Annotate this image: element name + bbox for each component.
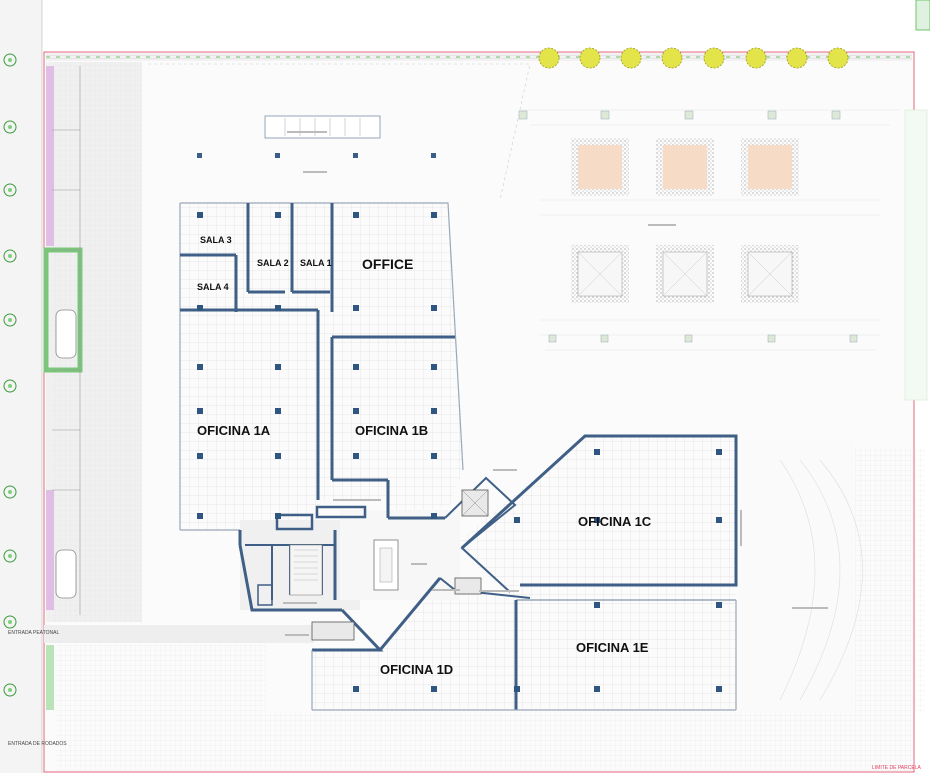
service-room <box>311 621 355 641</box>
bottom-parking <box>56 712 914 772</box>
annotation-mark <box>287 131 327 133</box>
reception-inner <box>379 547 393 583</box>
street-trees <box>3 53 17 697</box>
emergency-stair <box>264 115 381 139</box>
columns <box>197 212 722 692</box>
annotation-mark <box>285 634 309 636</box>
car <box>55 549 77 599</box>
corner-marker <box>915 0 930 31</box>
green-strip <box>46 645 54 710</box>
right-parking-hatch <box>855 448 925 712</box>
label-pedestrian-entrance: ENTRADA PEATONAL <box>8 630 60 636</box>
annotation-mark <box>479 590 519 592</box>
room-label-oficina-1e: OFICINA 1E <box>576 640 649 655</box>
annotation-mark <box>493 469 517 471</box>
annotation-mark <box>792 607 828 609</box>
parking-violet-marker <box>46 490 54 610</box>
right-parking <box>740 440 854 712</box>
annotation-mark <box>740 510 742 546</box>
floor-south-wing <box>312 585 516 710</box>
canopy-columns <box>197 153 436 158</box>
plaza <box>520 109 900 351</box>
room-label-sala4: SALA 4 <box>197 282 229 292</box>
annotation-mark <box>303 171 327 173</box>
right-green-area <box>904 109 928 401</box>
room-label-sala1: SALA 1 <box>300 258 332 268</box>
elevator <box>454 577 482 595</box>
floor-north-block <box>180 203 463 530</box>
room-label-office: OFFICE <box>362 256 414 272</box>
room-label-oficina-1d: OFICINA 1D <box>380 662 454 677</box>
planters <box>571 138 799 303</box>
room-label-sala2: SALA 2 <box>257 258 289 268</box>
car <box>55 309 77 359</box>
pedestrian-path <box>44 625 314 643</box>
room-label-sala3: SALA 3 <box>200 235 232 245</box>
annotation-mark <box>411 563 427 565</box>
floor-east-wing <box>460 436 736 710</box>
annotation-mark <box>432 589 460 591</box>
sidewalk <box>0 0 42 773</box>
room-label-oficina-1b: OFICINA 1B <box>355 423 429 438</box>
parking-violet-marker <box>46 66 54 246</box>
label-vehicle-entrance: ENTRADA DE RODADOS <box>8 741 67 747</box>
room-label-oficina-1a: OFICINA 1A <box>197 423 271 438</box>
annotation-mark <box>648 224 676 226</box>
plaza-columns <box>518 110 858 343</box>
room-label-oficina-1c: OFICINA 1C <box>578 514 652 529</box>
ornamental-trees <box>538 47 849 69</box>
stair-core <box>289 544 323 596</box>
annotation-mark <box>333 499 381 501</box>
annotation-mark <box>283 602 317 604</box>
label-parcel-limit: LIMITE DE PARCELA <box>872 765 921 771</box>
hall <box>340 510 460 600</box>
bottom-parking-left <box>56 645 266 711</box>
canopy-outline <box>148 63 531 201</box>
